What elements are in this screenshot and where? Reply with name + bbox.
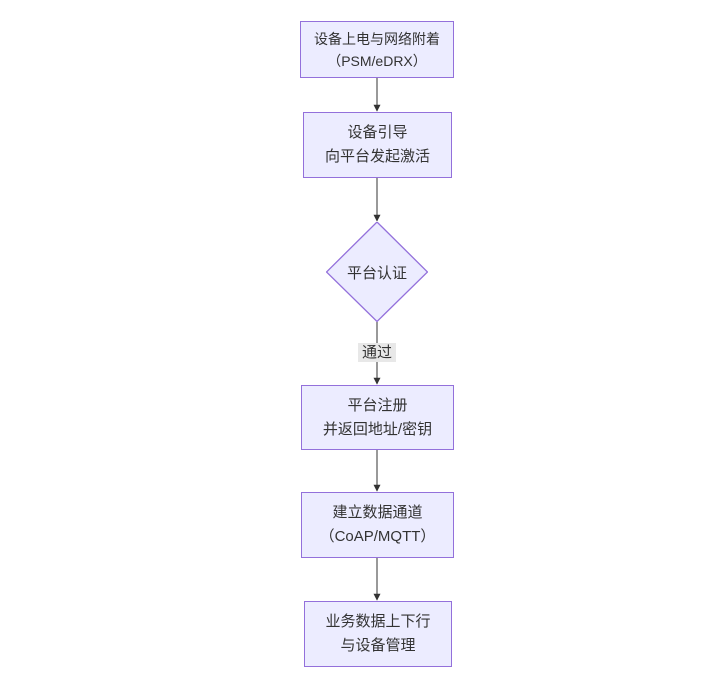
node-data-channel-line1: 建立数据通道 (332, 504, 423, 521)
node-business-data-line1: 业务数据上下行 (325, 613, 431, 630)
node-business-data-line2: 与设备管理 (340, 637, 416, 654)
node-register: 平台注册 并返回地址/密钥 (301, 385, 454, 450)
node-data-channel: 建立数据通道 （CoAP/MQTT） (301, 492, 454, 558)
diamond-shape (326, 222, 428, 322)
node-power-attach-line2: （PSM/eDRX） (327, 52, 427, 69)
node-platform-auth-label: 平台认证 (346, 264, 407, 282)
node-data-channel-line2: （CoAP/MQTT） (319, 528, 436, 545)
edge-label-pass: 通过 (357, 343, 397, 362)
diamond-shape-svg (326, 222, 428, 322)
node-bootstrap-line2: 向平台发起激活 (324, 148, 430, 165)
node-bootstrap: 设备引导 向平台发起激活 (303, 112, 452, 178)
node-platform-auth: 平台认证 (326, 222, 428, 322)
node-power-attach: 设备上电与网络附着 （PSM/eDRX） (300, 21, 454, 78)
node-business-data: 业务数据上下行 与设备管理 (304, 601, 452, 667)
node-register-line2: 并返回地址/密钥 (322, 420, 433, 438)
node-power-attach-line1: 设备上电与网络附着 (314, 30, 440, 47)
node-register-line1: 平台注册 (347, 396, 408, 414)
node-bootstrap-line1: 设备引导 (347, 124, 408, 141)
